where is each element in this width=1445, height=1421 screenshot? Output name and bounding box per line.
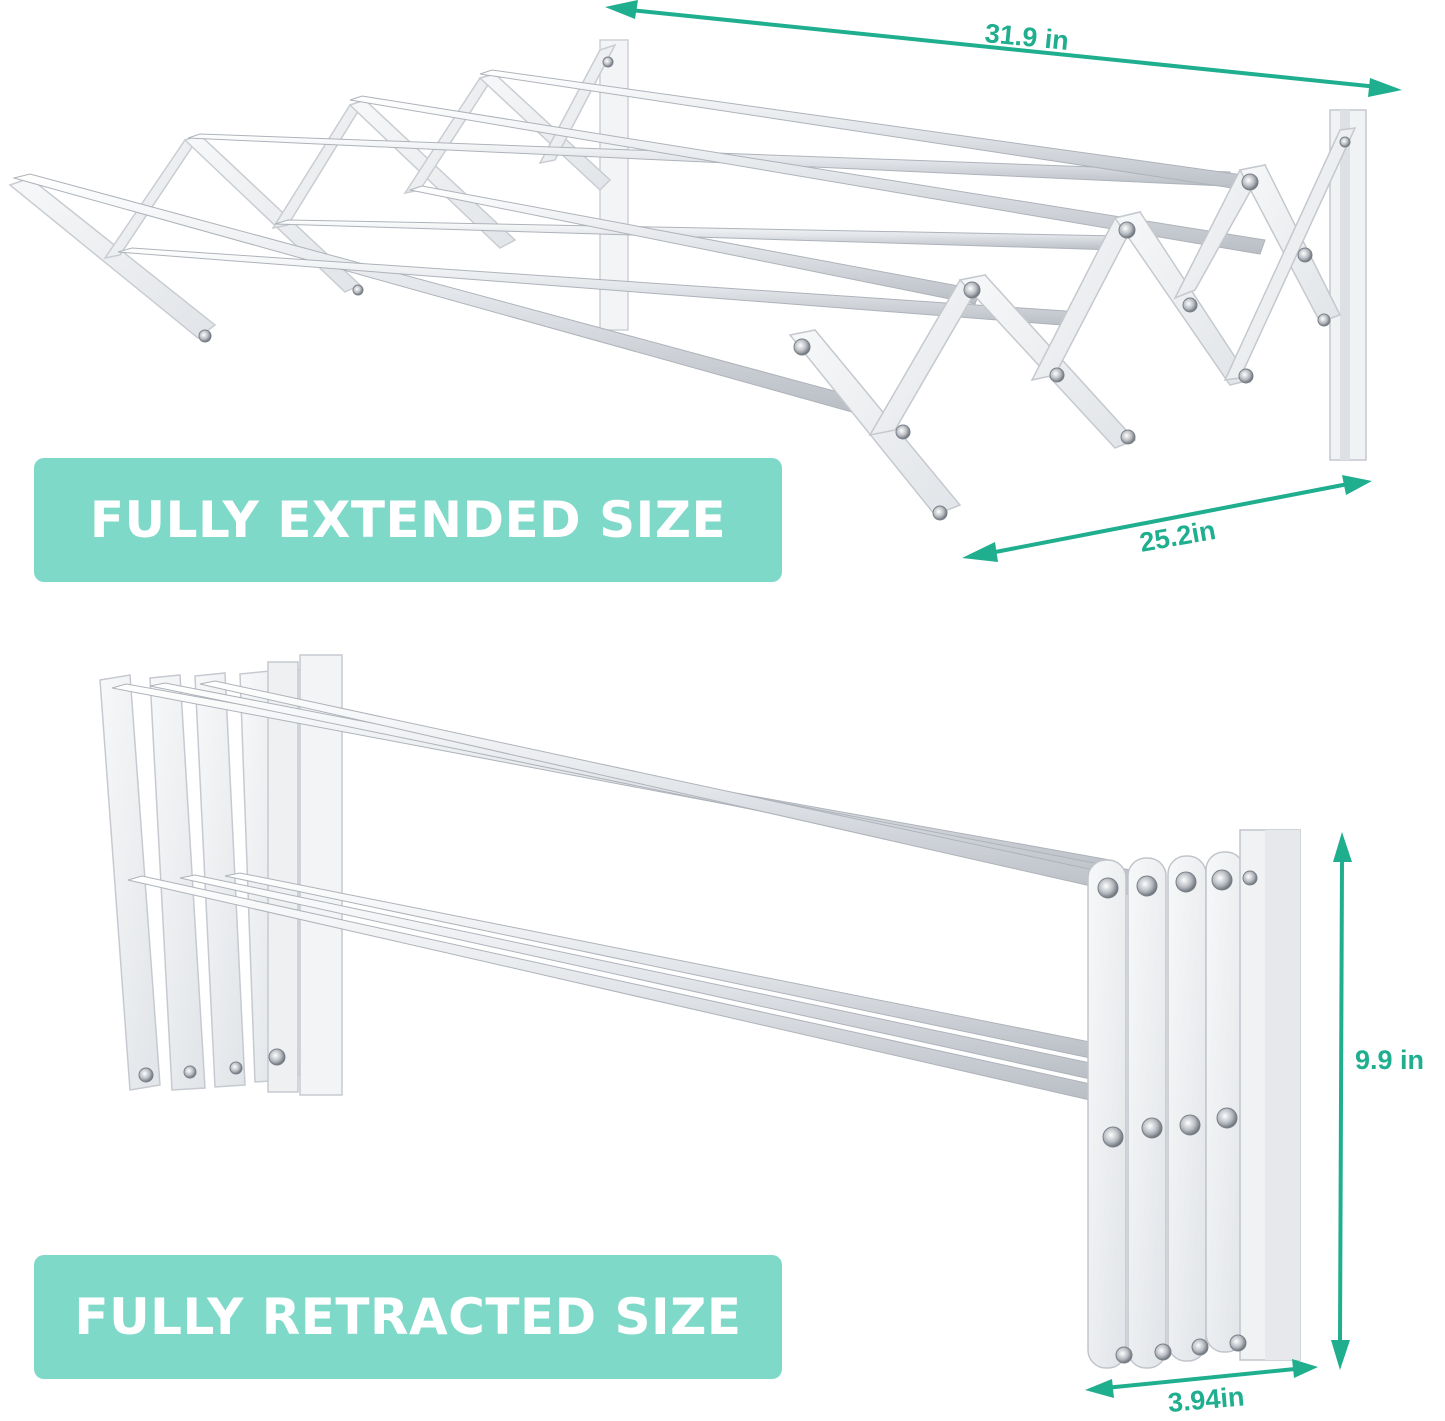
extended-size-banner-text: FULLY EXTENDED SIZE — [89, 491, 727, 549]
arrow-head-right — [1368, 78, 1402, 97]
extended-size-banner: FULLY EXTENDED SIZE — [34, 458, 782, 582]
wall-bracket-left — [267, 661, 299, 1093]
retracted-rack — [99, 654, 1301, 1369]
width-arrow-extended — [629, 8, 1379, 89]
retracted-depth-label: 3.94in — [1166, 1381, 1246, 1418]
arrow-head-left — [605, 0, 638, 19]
extended-rack — [8, 39, 1367, 521]
retracted-size-banner-text: FULLY RETRACTED SIZE — [74, 1288, 742, 1346]
retracted-rods — [111, 680, 1141, 1101]
dimension-arrows — [605, 0, 1402, 1398]
retracted-height-label: 9.9 in — [1355, 1045, 1425, 1075]
depth-arrow-retracted — [1104, 1367, 1296, 1390]
scissor-arms-back — [8, 43, 617, 339]
height-arrow-retracted — [1338, 859, 1344, 1341]
scissor-arms-front — [788, 127, 1357, 516]
depth-arrow-extended — [984, 482, 1349, 556]
drying-rods — [12, 69, 1266, 413]
retracted-bolts — [138, 869, 1258, 1364]
bolts — [198, 56, 1351, 521]
retracted-size-banner: FULLY RETRACTED SIZE — [34, 1255, 782, 1379]
folded-arms-right — [1087, 851, 1245, 1369]
